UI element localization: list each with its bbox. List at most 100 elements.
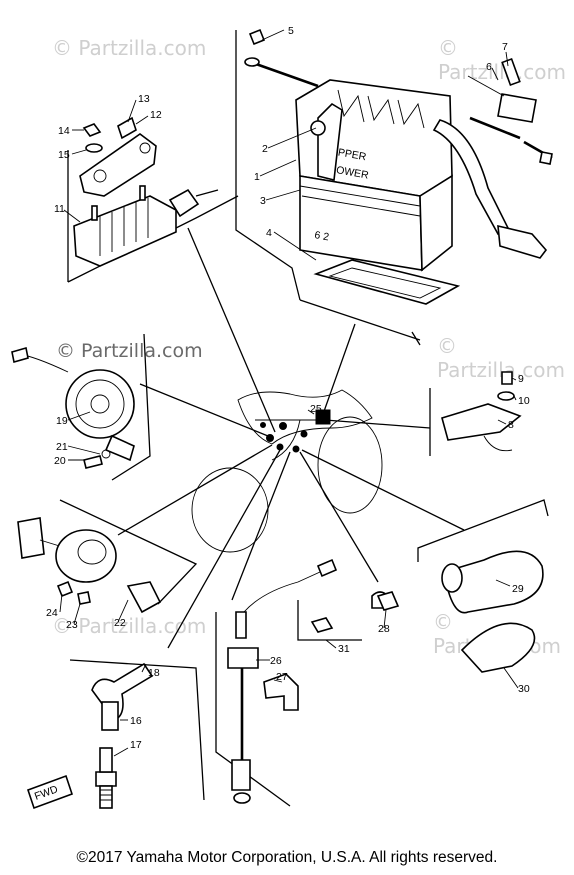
washer-10 xyxy=(497,391,515,401)
callout-26: 26 xyxy=(270,655,282,667)
horn-bracket xyxy=(104,434,135,462)
starter-relay-body xyxy=(73,195,177,267)
rectifier-bracket xyxy=(441,403,522,441)
grommet-28 xyxy=(376,591,400,611)
plug-cap-boot xyxy=(101,701,119,731)
relay-bracket xyxy=(79,133,157,197)
callout-27: 27 xyxy=(276,671,288,683)
main-switch-assembly xyxy=(17,499,198,614)
relay-connector xyxy=(168,188,200,218)
cord-clamp-small xyxy=(310,617,334,633)
horn-bolt xyxy=(83,455,103,469)
callout-leaders xyxy=(59,29,519,757)
right-bracket-assembly xyxy=(429,371,522,456)
sensor-terminal xyxy=(233,792,251,804)
neutral-switch-body xyxy=(227,647,259,669)
callout-7: 7 xyxy=(502,41,508,53)
battery-spec-text: 6 2 xyxy=(313,229,330,243)
battery-assembly: UPPER LOWER 6 2 xyxy=(235,28,553,346)
callout-24: 24 xyxy=(46,607,58,619)
callout-5: 5 xyxy=(288,25,294,37)
rubber-cover xyxy=(443,550,544,614)
relay-terminal-a xyxy=(91,205,98,221)
callout-17: 17 xyxy=(130,739,142,751)
washer xyxy=(85,143,103,153)
callout-2: 2 xyxy=(262,143,268,155)
relay-terminal-b xyxy=(139,185,146,201)
fuse xyxy=(501,57,521,87)
wiring-hub xyxy=(260,409,331,453)
callout-18: 18 xyxy=(148,667,160,679)
cover-assembly xyxy=(376,499,549,673)
callout-1: 1 xyxy=(254,171,260,183)
sensor-plug xyxy=(316,558,338,578)
switch-screw xyxy=(77,591,91,605)
strap-bolt xyxy=(310,120,326,136)
connector-dot-e xyxy=(300,430,308,438)
sensor-bracket xyxy=(263,673,299,711)
sensor-cable-sleeve xyxy=(231,759,251,791)
ground-lead-terminal xyxy=(244,57,260,67)
callout-11: 11 xyxy=(54,203,65,215)
sensor-connector xyxy=(235,611,247,639)
plug-cap xyxy=(91,662,154,721)
neutral-switch-assembly xyxy=(215,558,389,807)
callout-21: 21 xyxy=(56,441,68,453)
relay-assembly xyxy=(67,116,239,283)
copyright-footer: ©2017 Yamaha Motor Corporation, U.S.A. A… xyxy=(76,849,498,866)
callout-30: 30 xyxy=(518,683,530,695)
connector-dot-d xyxy=(292,445,300,453)
callout-31: 31 xyxy=(338,643,350,655)
callout-28: 28 xyxy=(378,623,390,635)
callout-3: 3 xyxy=(260,195,266,207)
hose-end xyxy=(497,224,548,259)
fwd-marker xyxy=(26,774,74,810)
watermark-top-left: © Partzilla.com xyxy=(52,36,207,60)
cover-opening xyxy=(441,563,463,593)
connector-dot-c xyxy=(276,443,284,451)
spark-plug-insulator xyxy=(99,747,113,773)
leader-lines xyxy=(117,227,465,649)
hex-nut xyxy=(82,123,102,137)
main-switch-body xyxy=(55,529,117,583)
fuse-holder xyxy=(497,93,537,123)
callout-numbers: 5 7 6 2 1 3 4 13 12 14 15 11 19 21 20 9 … xyxy=(46,25,530,751)
callout-13: 13 xyxy=(138,93,150,105)
switch-connector xyxy=(17,517,45,559)
switch-key xyxy=(126,581,162,614)
wire-clamp xyxy=(460,622,536,673)
watermark-main: © Partzilla.com xyxy=(56,340,203,362)
callout-19: 19 xyxy=(56,415,68,427)
horn-connector xyxy=(11,346,29,364)
battery-bolt xyxy=(248,28,266,46)
callout-29: 29 xyxy=(512,583,524,595)
connector-dot-a xyxy=(266,434,274,442)
spark-plug-assembly: FWD xyxy=(26,659,205,810)
callout-20: 20 xyxy=(54,455,66,467)
connector-dot-f xyxy=(260,422,266,428)
callout-15: 15 xyxy=(58,149,70,161)
callout-4: 4 xyxy=(266,227,272,239)
connector-dot-b xyxy=(279,422,287,430)
motorcycle-outline xyxy=(191,389,383,553)
callout-6: 6 xyxy=(486,61,492,73)
lead-terminal xyxy=(539,151,553,165)
bolt-8 xyxy=(501,371,513,385)
callout-8: 8 xyxy=(508,419,514,431)
watermark-mid-right: © Partzilla.com xyxy=(437,334,565,382)
callout-9: 9 xyxy=(518,373,524,385)
spark-plug-thread xyxy=(99,785,113,809)
callout-10: 10 xyxy=(518,395,530,407)
callout-23: 23 xyxy=(66,619,78,631)
battery-side xyxy=(419,174,453,272)
callout-22: 22 xyxy=(114,617,126,629)
horn-assembly xyxy=(11,333,151,481)
callout-16: 16 xyxy=(130,715,142,727)
callout-25: 25 xyxy=(310,403,322,415)
callout-14: 14 xyxy=(58,125,70,137)
spark-plug-hex xyxy=(95,771,117,787)
callout-12: 12 xyxy=(150,109,162,121)
battery-strap xyxy=(317,102,343,181)
bracket-nut xyxy=(117,116,137,140)
